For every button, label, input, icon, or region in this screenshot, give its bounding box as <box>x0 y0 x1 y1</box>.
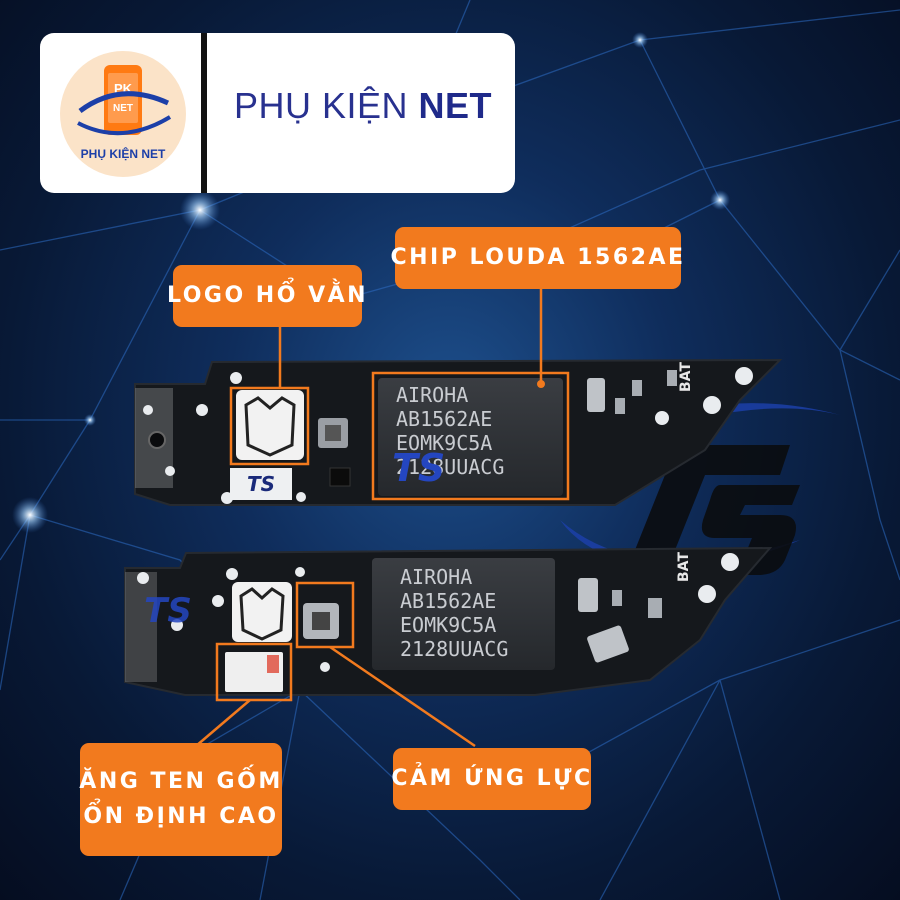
upper-pcb-board: TS AIROHA AB1562AE EOMK9C5A 2128UUACG TS… <box>134 358 783 506</box>
glow-dot <box>710 190 730 210</box>
callout-antenna-line1: ĂNG TEN GỐM <box>79 769 283 795</box>
callout-chip: CHIP LOUDA 1562AE <box>390 227 683 289</box>
pcb-pads <box>143 367 753 504</box>
tiger-logo-mark <box>232 582 292 642</box>
glow-dot <box>12 497 48 533</box>
chip-text-line: AB1562AE <box>400 589 496 613</box>
brand-divider <box>201 33 207 193</box>
chip-text-line: AB1562AE <box>396 407 492 431</box>
callout-touch: CẢM ỨNG LỰC <box>391 748 591 810</box>
brand-logo: PK NET PHỤ KIỆN NET <box>60 51 186 177</box>
ts-overlay-text: TS <box>392 446 445 490</box>
bat-marking: BAT <box>676 552 692 582</box>
brand-name: PHỤ KIỆN NET <box>234 85 492 127</box>
ts-sticker <box>230 468 292 500</box>
brand-header-card: PK NET PHỤ KIỆN NET PHỤ KIỆN NET <box>40 33 515 193</box>
chip-text-line: 2128UUACG <box>396 455 504 479</box>
glow-dot <box>84 414 96 426</box>
callout-leaders <box>195 289 543 748</box>
lower-pcb-board: TS AIROHA AB1562AE EOMK9C5A 2128UUACG BA… <box>124 546 773 702</box>
logo-highlight-box <box>229 386 310 466</box>
svg-text:NET: NET <box>113 103 133 114</box>
pcb-pads <box>137 553 739 672</box>
tiger-logo-mark <box>236 390 304 460</box>
chip-text-line: EOMK9C5A <box>400 613 496 637</box>
capacitor <box>587 378 605 412</box>
chip-highlight-box <box>371 371 570 501</box>
callout-antenna-line2: ỔN ĐỊNH CAO <box>83 803 279 829</box>
airoha-chip-lower <box>372 558 555 670</box>
glow-dot <box>632 32 648 48</box>
chip-text-line: 2128UUACG <box>400 637 508 661</box>
ts-overlay-text: TS <box>144 591 192 631</box>
capacitor <box>578 578 598 612</box>
ts-sticker-text: TS <box>247 472 275 496</box>
chip-text-line: EOMK9C5A <box>396 431 492 455</box>
pressure-highlight-box <box>295 581 355 649</box>
brand-logo-caption: PHỤ KIỆN NET <box>80 147 166 161</box>
chip-text-line: AIROHA <box>396 383 468 407</box>
phone-logo-icon: PK NET <box>77 65 172 136</box>
chip-text-line: AIROHA <box>400 565 472 589</box>
brand-name-part1: PHỤ KIỆN <box>234 85 419 126</box>
callout-antenna: ĂNG TEN GỐM ỔN ĐỊNH CAO <box>79 743 283 856</box>
antenna-highlight-box <box>215 642 293 702</box>
brand-name-part2: NET <box>418 85 493 126</box>
callout-logo: LOGO HỔ VẰN <box>167 265 366 327</box>
pcb-hole <box>148 431 166 449</box>
glow-dot <box>180 190 220 230</box>
bat-marking: BAT <box>678 362 694 392</box>
airoha-chip-upper <box>378 378 563 496</box>
